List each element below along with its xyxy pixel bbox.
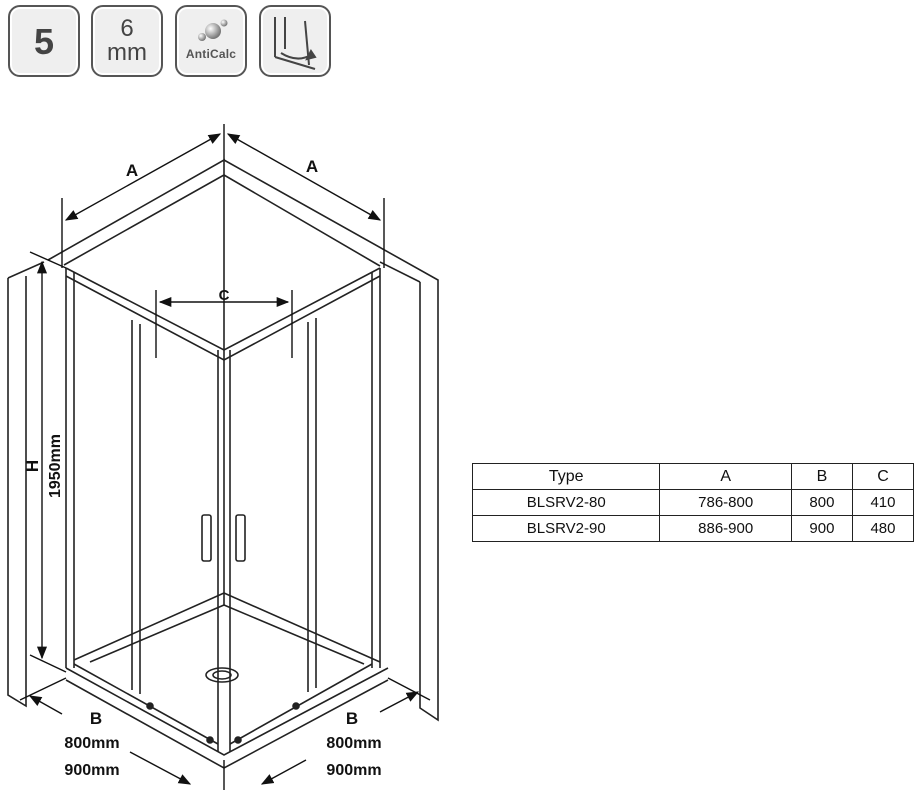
dim-b-left: B — [90, 709, 102, 728]
dim-b-left-size-2: 900mm — [64, 762, 119, 779]
dim-b-right-size-2: 900mm — [326, 762, 381, 779]
thickness-value: 6 — [120, 15, 134, 42]
model-spec-table: Type A B C BLSRV2-80 786-800 800 410 BLS… — [471, 463, 915, 542]
dim-h: H — [23, 460, 42, 472]
header-a: A — [659, 463, 792, 490]
cell-type: BLSRV2-90 — [471, 515, 661, 542]
anticalc-label: AntiCalc — [185, 47, 237, 61]
cell-a: 886-900 — [659, 515, 792, 542]
header-b: B — [790, 463, 853, 490]
cell-type: BLSRV2-80 — [471, 489, 661, 516]
table-row: BLSRV2-90 886-900 900 480 — [471, 515, 915, 542]
table-row: BLSRV2-80 786-800 800 410 — [471, 489, 915, 516]
dim-a-right: A — [306, 157, 318, 176]
layers-value: 5 — [33, 21, 55, 62]
enclosure-frame — [65, 267, 381, 752]
lift-door-badge — [259, 5, 331, 77]
cell-c: 480 — [851, 515, 915, 542]
header-type: Type — [471, 463, 661, 490]
wall-panels — [7, 158, 439, 722]
anticalc-drops-icon — [198, 19, 228, 41]
dim-a-left: A — [126, 161, 138, 180]
cell-b: 800 — [790, 489, 853, 516]
dimension-labels: A A C H 1950mm B B 800mm 900mm 800mm 900… — [23, 157, 382, 779]
lift-door-icon — [274, 17, 317, 70]
header-c: C — [851, 463, 915, 490]
glass-thickness-badge: 6 mm — [91, 5, 163, 77]
anticalc-badge: AntiCalc — [175, 5, 247, 77]
dim-b-right-size-1: 800mm — [326, 735, 381, 752]
cell-b: 900 — [790, 515, 853, 542]
dim-b-right: B — [346, 709, 358, 728]
layers-badge: 5 — [8, 5, 80, 77]
table-header-row: Type A B C — [471, 463, 915, 490]
dimension-lines — [19, 124, 431, 790]
thickness-unit: mm — [107, 39, 147, 66]
cell-a: 786-800 — [659, 489, 792, 516]
dim-height: 1950mm — [47, 434, 64, 498]
dim-c: C — [219, 287, 230, 304]
dim-b-left-size-1: 800mm — [64, 735, 119, 752]
cell-c: 410 — [851, 489, 915, 516]
